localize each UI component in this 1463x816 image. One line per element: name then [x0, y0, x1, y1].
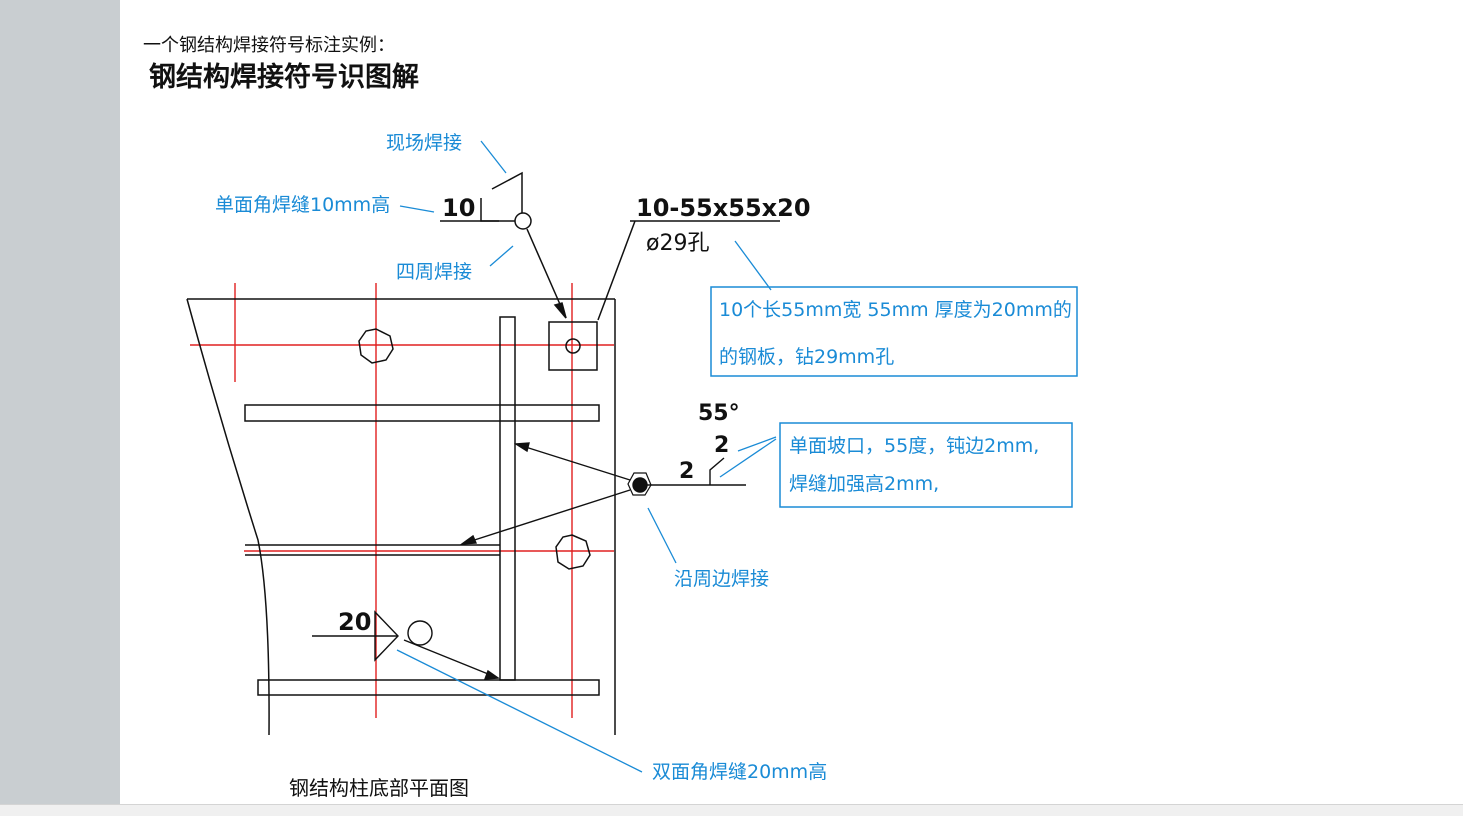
- annotation-leaders: [396, 140, 777, 773]
- root-face-label: 2: [679, 459, 694, 484]
- plate-note-line2: 的钢板，钻29mm孔: [719, 346, 894, 368]
- perimeter-weld-label: 沿周边焊接: [674, 568, 769, 590]
- single-fillet-label: 单面角焊缝10mm高: [215, 194, 390, 216]
- weld-symbol-double-fillet: [312, 610, 501, 680]
- double-fillet-size-label: 20: [338, 608, 371, 636]
- bottom-scrollbar[interactable]: [0, 804, 1463, 816]
- hole-spec-label: ø29孔: [646, 231, 709, 256]
- plate-note-line1: 10个长55mm宽 55mm 厚度为20mm的: [719, 299, 1072, 321]
- drawing-caption: 钢结构柱底部平面图: [289, 776, 469, 800]
- all-around-label: 四周焊接: [396, 261, 472, 283]
- axis-lines: [190, 283, 614, 718]
- bevel-note-box: [779, 422, 1073, 508]
- double-fillet-label: 双面角焊缝20mm高: [652, 761, 827, 783]
- weld-symbol-top: [440, 171, 780, 321]
- plate-spec-label: 10-55x55x20: [636, 194, 811, 222]
- fillet-size-label: 10: [442, 194, 475, 222]
- bevel-note-line2: 焊缝加强高2mm,: [789, 473, 939, 495]
- reinforcement-label: 2: [714, 433, 729, 458]
- intro-text: 一个钢结构焊接符号标注实例：: [143, 35, 395, 56]
- left-gutter: [0, 0, 120, 804]
- bevel-angle-label: 55°: [698, 401, 740, 426]
- plate-note-box: [710, 286, 1078, 377]
- plate-outline: [186, 298, 616, 736]
- weld-symbol-bevel: [459, 442, 746, 545]
- field-weld-label: 现场焊接: [386, 132, 462, 154]
- figure-title: 钢结构焊接符号识图解: [149, 62, 419, 93]
- bevel-note-line1: 单面坡口，55度，钝边2mm,: [789, 435, 1039, 457]
